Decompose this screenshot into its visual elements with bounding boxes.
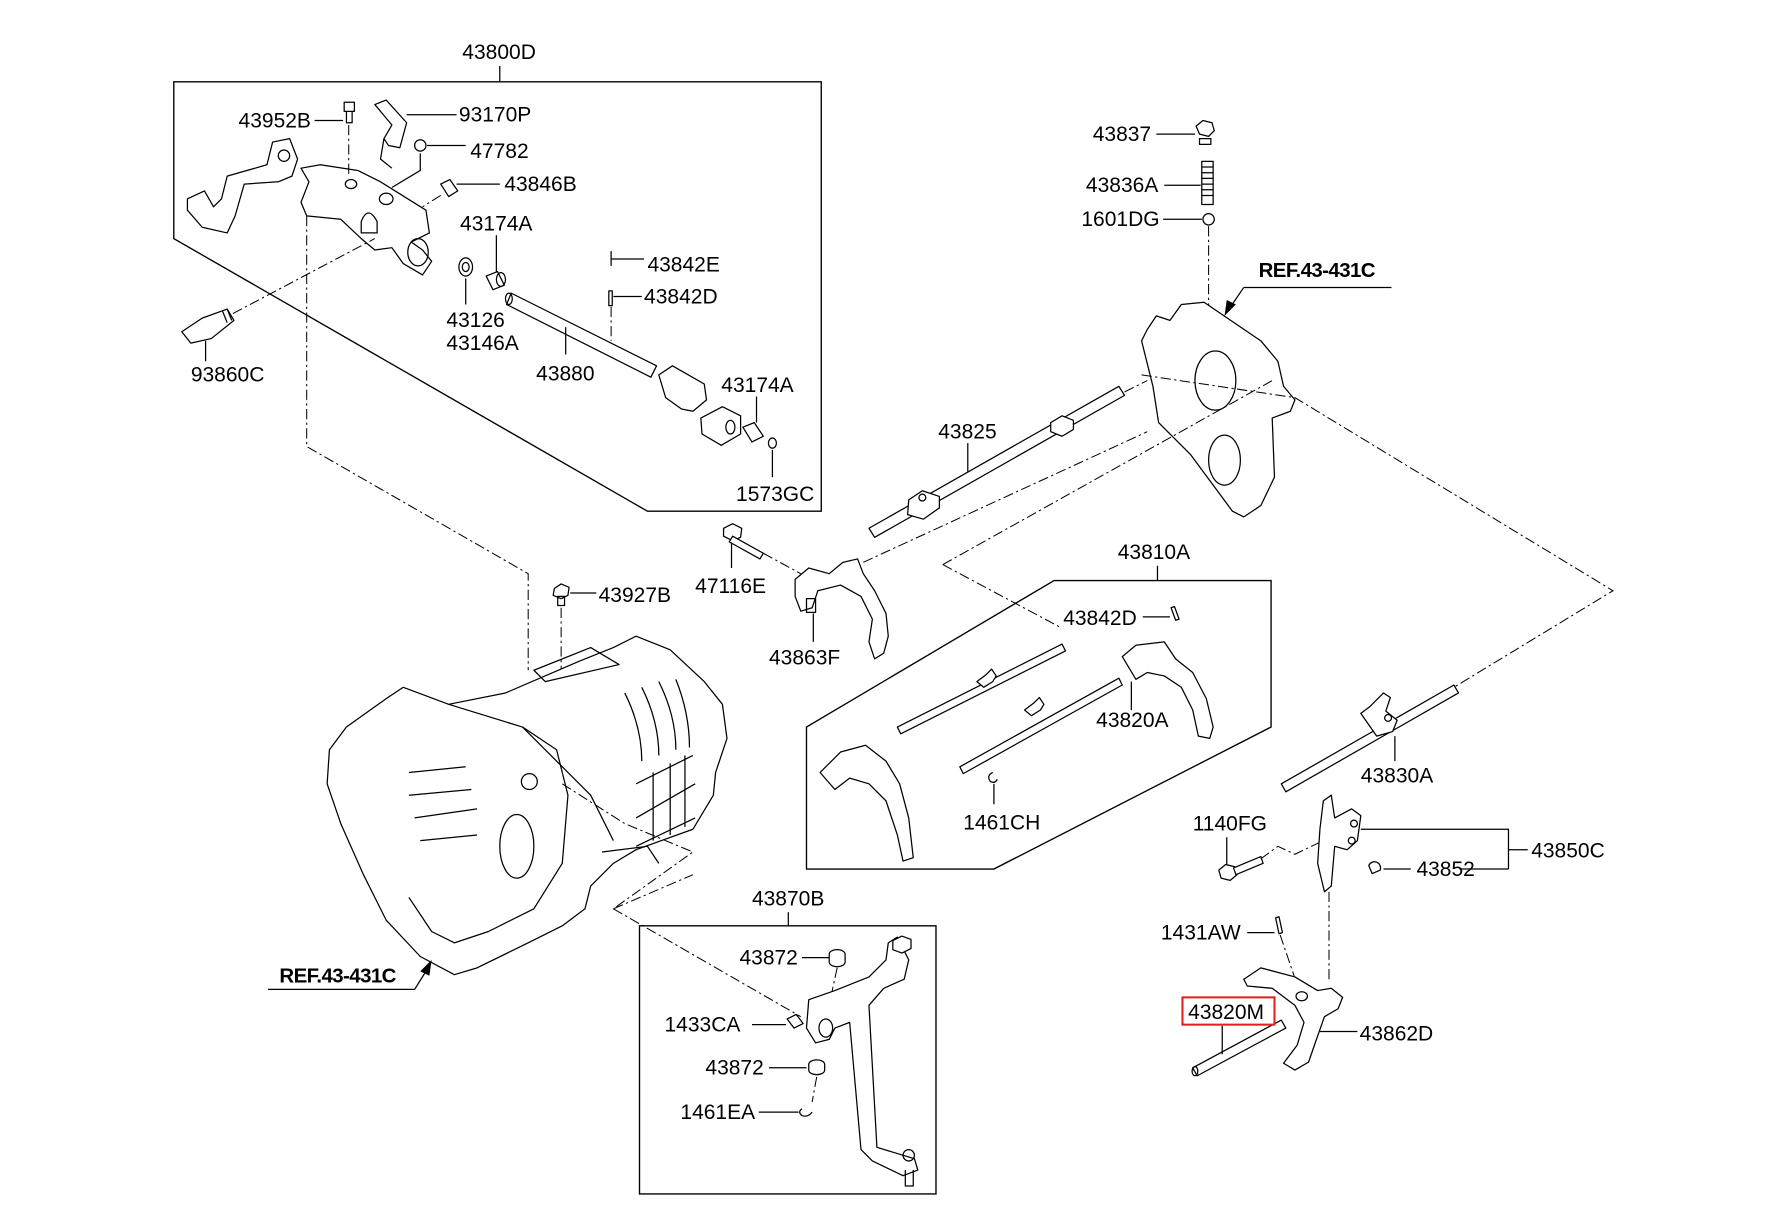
callout-1461EA[interactable]: 1461EA [680, 1101, 755, 1124]
reference-label-top[interactable]: REF.43-431C [1259, 259, 1377, 282]
callout-43862D[interactable]: 43862D [1360, 1023, 1434, 1046]
callout-43842D-top[interactable]: 43842D [644, 285, 718, 308]
pin-43842D-icon [608, 290, 613, 307]
callout-93170P[interactable]: 93170P [459, 104, 531, 127]
shift-shaft-lower-icon [959, 677, 1123, 775]
lever-43850C-group: 1140FG 43852 43850C [1193, 794, 1605, 983]
callout-43927B[interactable]: 43927B [599, 584, 671, 607]
callout-43825[interactable]: 43825 [938, 421, 996, 444]
rear-case-bore [1194, 350, 1237, 411]
callout-43830A[interactable]: 43830A [1361, 765, 1433, 788]
callout-43872-bottom[interactable]: 43872 [705, 1057, 763, 1080]
fork-43862D-icon [1243, 967, 1344, 1071]
block-icon [700, 406, 742, 446]
lever-43870B-icon [805, 936, 919, 1177]
transmission-housing [326, 635, 728, 976]
callout-43842E[interactable]: 43842E [647, 254, 719, 277]
fork-43820A-icon [1121, 641, 1214, 740]
plug-43846B-icon [440, 178, 459, 198]
callout-43952B[interactable]: 43952B [239, 109, 311, 132]
nut-top-icon [892, 935, 912, 954]
ring-1573GC-icon [767, 437, 778, 449]
control-housing [300, 164, 433, 276]
callout-43846B[interactable]: 43846B [504, 173, 576, 196]
shaft-43830A-group: 43830A [1280, 684, 1460, 793]
callout-43146A[interactable]: 43146A [446, 332, 518, 355]
callout-43820A[interactable]: 43820A [1096, 709, 1168, 732]
fork-43863F-icon [794, 558, 889, 660]
group-box-43810A [805, 579, 1272, 870]
detent-stack: 43837 43836A 1601DG [1081, 119, 1215, 307]
lever-43850C-icon [1317, 794, 1362, 893]
callout-93860C[interactable]: 93860C [191, 364, 265, 387]
callout-43863F[interactable]: 43863F [769, 647, 840, 670]
reference-label-bottom[interactable]: REF.43-431C [279, 965, 397, 988]
group-box-43800D [173, 81, 822, 512]
callout-43870B[interactable]: 43870B [752, 887, 824, 910]
selector-lever-icon [658, 365, 708, 412]
transmission-case-icon [326, 635, 728, 976]
fork-43862D-group: 1431AW 43862D 43820M [1161, 916, 1434, 1077]
callout-43850C[interactable]: 43850C [1531, 840, 1605, 863]
bushing-1433CA-icon [786, 1013, 804, 1029]
callout-43126[interactable]: 43126 [446, 309, 504, 332]
bolt-43927B-icon [552, 583, 570, 607]
callout-43810A[interactable]: 43810A [1118, 541, 1190, 564]
bolt-47116E-icon [722, 523, 743, 542]
callout-43174A-top[interactable]: 43174A [460, 213, 532, 236]
clip-1461CH-icon [988, 771, 998, 783]
bolt-1140FG-icon [1218, 863, 1238, 882]
group-43810A: 43810A 43842D 43820A 1461CH [805, 380, 1273, 870]
seal-43126-icon [458, 257, 474, 277]
callout-43836A[interactable]: 43836A [1086, 174, 1158, 197]
pin-1431AW-icon [1274, 916, 1284, 935]
bushing-43872-top-icon [828, 949, 846, 968]
callout-43852[interactable]: 43852 [1416, 858, 1474, 881]
callout-43872-top[interactable]: 43872 [739, 946, 797, 969]
pin-43842D-box-icon [1170, 606, 1180, 621]
shaft-43820M-icon [1192, 1019, 1287, 1077]
plug-43852-icon [1368, 861, 1382, 875]
shaft-43825-group: 43825 [863, 380, 1148, 563]
ref-bottom: REF.43-431C [268, 959, 432, 991]
callout-43174A-bottom[interactable]: 43174A [721, 374, 793, 397]
callout-1433CA[interactable]: 1433CA [665, 1013, 741, 1036]
callout-43842D-box[interactable]: 43842D [1063, 607, 1137, 630]
fork-left-icon [819, 744, 914, 862]
shaft-43830A-icon [1280, 684, 1460, 793]
shift-lever-bracket [186, 138, 299, 234]
callout-1573GC[interactable]: 1573GC [736, 483, 814, 506]
shift-shaft-upper-icon [896, 643, 1067, 735]
bushing-43872-bottom-icon [808, 1059, 826, 1076]
callout-1461CH[interactable]: 1461CH [963, 811, 1040, 834]
shaft-43880-icon [505, 292, 658, 378]
callout-47782[interactable]: 47782 [470, 140, 528, 163]
sensor-93860C-icon [181, 308, 235, 344]
bushing-43174A-bottom-icon [742, 421, 764, 443]
callout-43800D[interactable]: 43800D [462, 41, 536, 64]
bushing-43174A-icon [485, 270, 505, 291]
callout-47116E[interactable]: 47116E [695, 575, 766, 598]
group-43870B: 43870B 43872 1433CA 43872 1461EA [613, 874, 937, 1195]
plug-43837-icon [1195, 119, 1215, 137]
callout-1601DG[interactable]: 1601DG [1081, 208, 1159, 231]
highlight-box-43820M [1181, 996, 1276, 1026]
callout-1431AW[interactable]: 1431AW [1161, 921, 1241, 944]
fork-43863F-group: 47116E 43863F [695, 523, 889, 670]
callout-43837[interactable]: 43837 [1093, 123, 1151, 146]
spring-43836A-icon [1201, 160, 1214, 206]
group-box-43870B [638, 925, 937, 1195]
group-43800D: 43800D 43952B 93170P 47782 43846B [173, 41, 822, 512]
bolt-43952B-icon [343, 101, 356, 124]
ref-top: REF.43-431C [1224, 259, 1392, 316]
callout-43820M[interactable]: 43820M [1188, 1001, 1264, 1024]
callout-1140FG[interactable]: 1140FG [1193, 812, 1267, 835]
ball-1601DG-icon [1202, 212, 1215, 226]
clip-1461EA-icon [799, 1108, 813, 1117]
callout-43880[interactable]: 43880 [536, 363, 594, 386]
nut-47782-icon [413, 139, 427, 152]
sensor-93170P-icon [374, 99, 408, 149]
